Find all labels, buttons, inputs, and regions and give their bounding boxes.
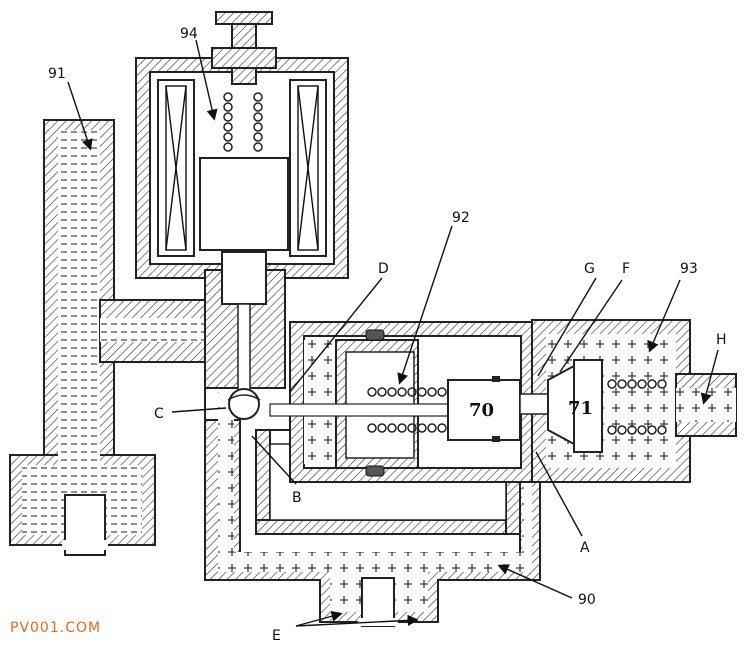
leader-lines [67,39,719,627]
watermark: PV001.COM [10,620,101,636]
block-70: 70 [447,376,521,442]
label-f: F [622,261,630,277]
label-92: 92 [452,210,470,226]
labels: 91 94 92 D G F 93 H C B A 90 E [48,26,727,644]
label-c: C [154,406,164,422]
ball-valve-c [227,388,261,420]
valve-92 [269,321,536,483]
valve-stem [204,251,286,395]
label-b: B [292,490,302,506]
chamber-spring [607,379,667,435]
label-94: 94 [180,26,198,42]
chamber-93: 71 [519,319,737,483]
label-a: A [580,540,590,556]
label-e: E [272,628,281,644]
solenoid-spring [223,92,263,152]
label-91: 91 [48,66,66,82]
reservoir-91 [9,119,156,556]
block-70-label: 70 [469,400,494,421]
label-93: 93 [680,261,698,277]
block-71-label: 71 [568,398,593,419]
label-d: D [378,261,389,277]
valve-spring [367,387,447,433]
solenoid-94 [135,11,349,279]
label-90: 90 [578,592,596,608]
label-g: G [584,261,595,277]
label-h: H [716,332,727,348]
plunger [199,157,289,251]
